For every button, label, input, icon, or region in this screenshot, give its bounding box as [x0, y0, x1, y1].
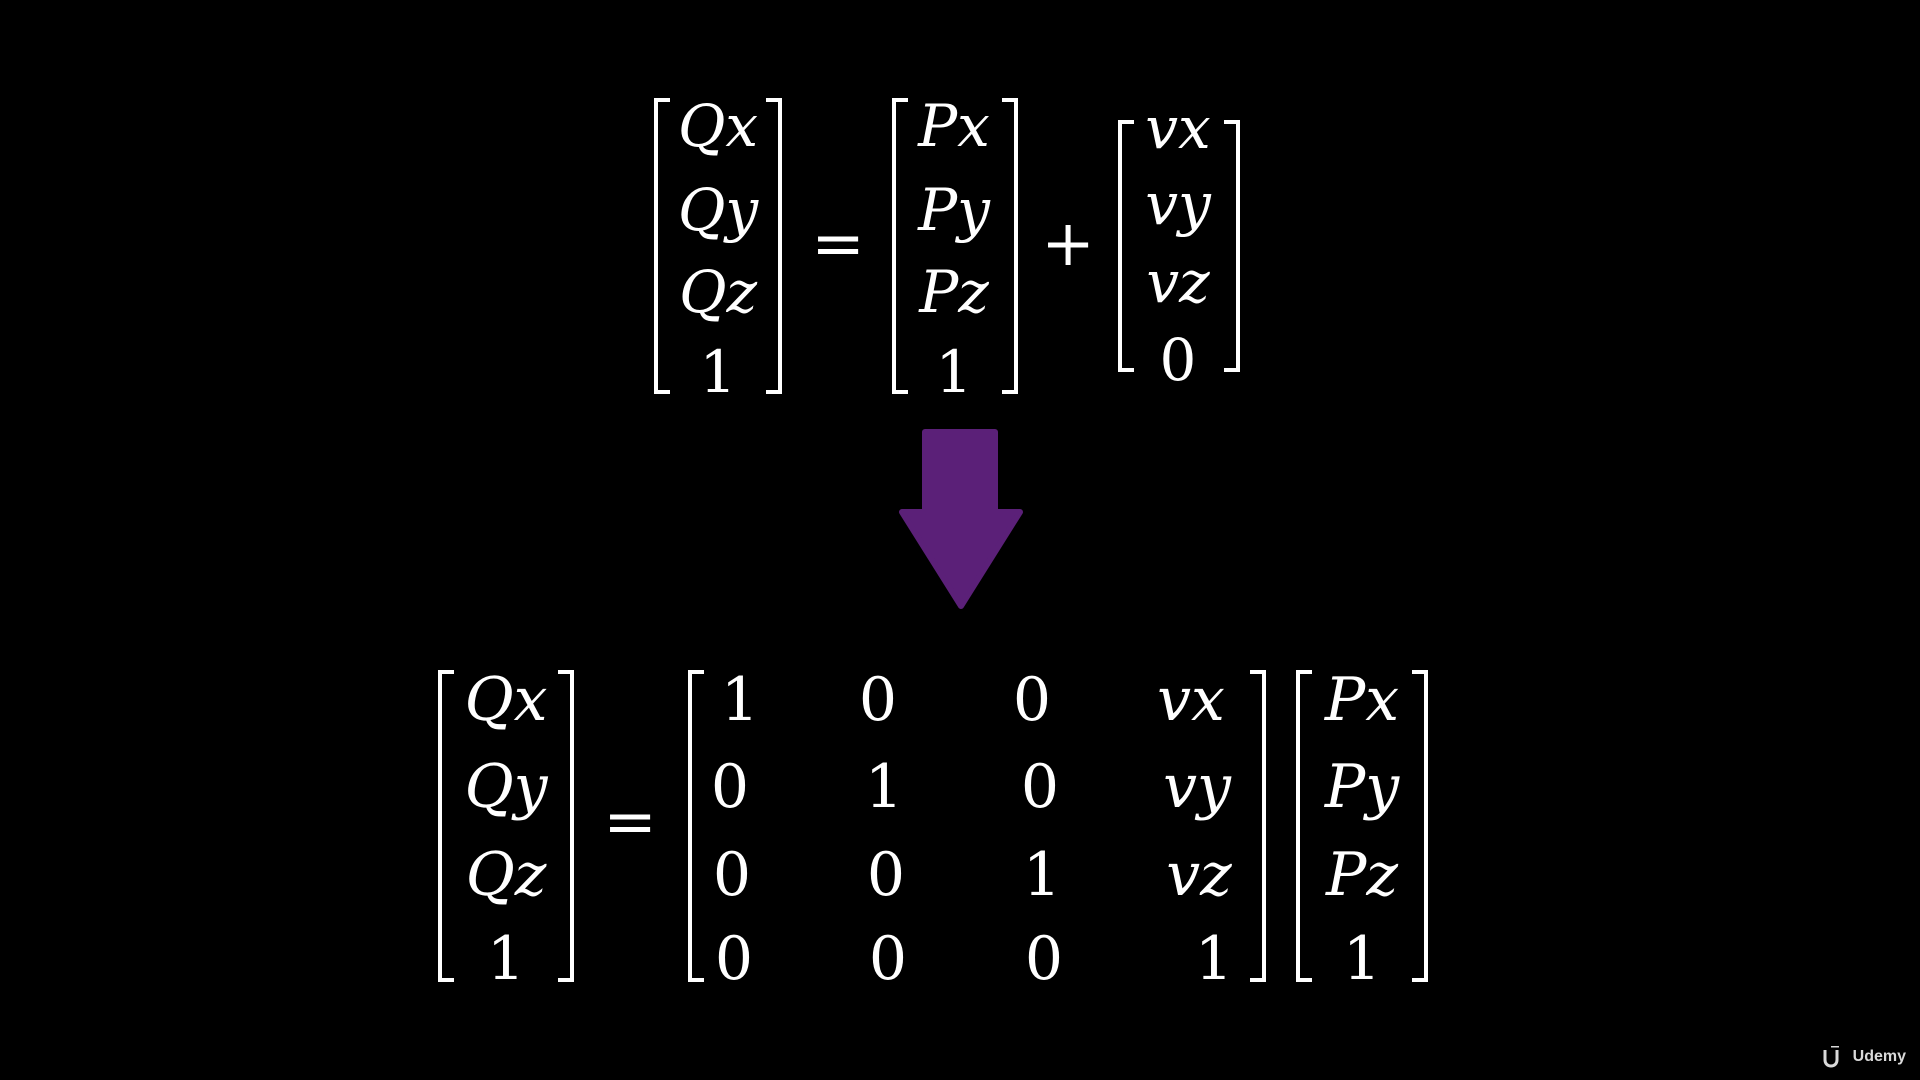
matrix-cell: 0	[858, 665, 898, 735]
equals-sign: =	[603, 785, 657, 859]
rhs-vector-bracket-left	[1296, 670, 1312, 982]
matrix-cell: 1	[1022, 840, 1062, 910]
vector-entry: Qy	[677, 176, 759, 244]
vector-entry: Px	[1324, 665, 1400, 735]
matrix-cell: 0	[868, 924, 908, 994]
matrix-cell: vz	[1166, 840, 1232, 910]
matrix-cell: 1	[720, 665, 760, 735]
matrix-cell: vy	[1163, 752, 1231, 822]
vector-entry: 1	[935, 338, 973, 406]
udemy-logo-icon	[1823, 1046, 1839, 1068]
matrix-cell: 0	[1024, 924, 1064, 994]
watermark-text: Udemy	[1852, 1048, 1906, 1065]
vector-entry: Py	[1324, 752, 1400, 822]
matrix-bracket-left	[688, 670, 704, 982]
vector-entry: 0	[1159, 326, 1197, 394]
matrix-cell: 0	[712, 840, 752, 910]
vector-entry: vy	[1145, 170, 1211, 238]
term1-vector-bracket-right	[1002, 98, 1018, 394]
matrix-cell: 0	[866, 840, 906, 910]
vector-entry: 1	[699, 338, 737, 406]
vector-entry: Qx	[677, 92, 759, 160]
vector-entry: 1	[1342, 924, 1382, 994]
vector-entry: vx	[1145, 94, 1211, 162]
equals-sign: =	[811, 207, 865, 281]
lhs-vector-bracket-left	[438, 670, 454, 982]
udemy-watermark: Udemy	[1821, 1046, 1906, 1068]
vector-entry: Pz	[919, 258, 989, 326]
matrix-cell: 0	[710, 752, 750, 822]
matrix-cell: 0	[1020, 752, 1060, 822]
lhs-vector-bracket-left	[654, 98, 670, 394]
vector-entry: Qy	[464, 752, 548, 822]
term2-vector-bracket-left	[1118, 120, 1134, 372]
rhs-vector-bracket-right	[1412, 670, 1428, 982]
matrix-cell: 1	[864, 752, 904, 822]
term1-vector-bracket-left	[892, 98, 908, 394]
plus-sign: +	[1041, 207, 1095, 281]
term2-vector-bracket-right	[1224, 120, 1240, 372]
matrix-cell: 0	[1012, 665, 1052, 735]
matrix-cell: 1	[1194, 924, 1234, 994]
vector-entry: 1	[486, 924, 526, 994]
vector-entry: Px	[918, 92, 990, 160]
vector-entry: Qx	[464, 665, 548, 735]
vector-entry: Py	[918, 176, 990, 244]
lhs-vector-bracket-right	[766, 98, 782, 394]
vector-entry: vz	[1146, 248, 1210, 316]
vector-entry: Qz	[465, 840, 547, 910]
down-arrow-icon	[899, 429, 1023, 609]
vector-entry: Pz	[1326, 840, 1398, 910]
matrix-bracket-right	[1250, 670, 1266, 982]
matrix-cell: vx	[1157, 665, 1225, 735]
vector-entry: Qz	[678, 258, 758, 326]
matrix-cell: 0	[714, 924, 754, 994]
lhs-vector-bracket-right	[558, 670, 574, 982]
